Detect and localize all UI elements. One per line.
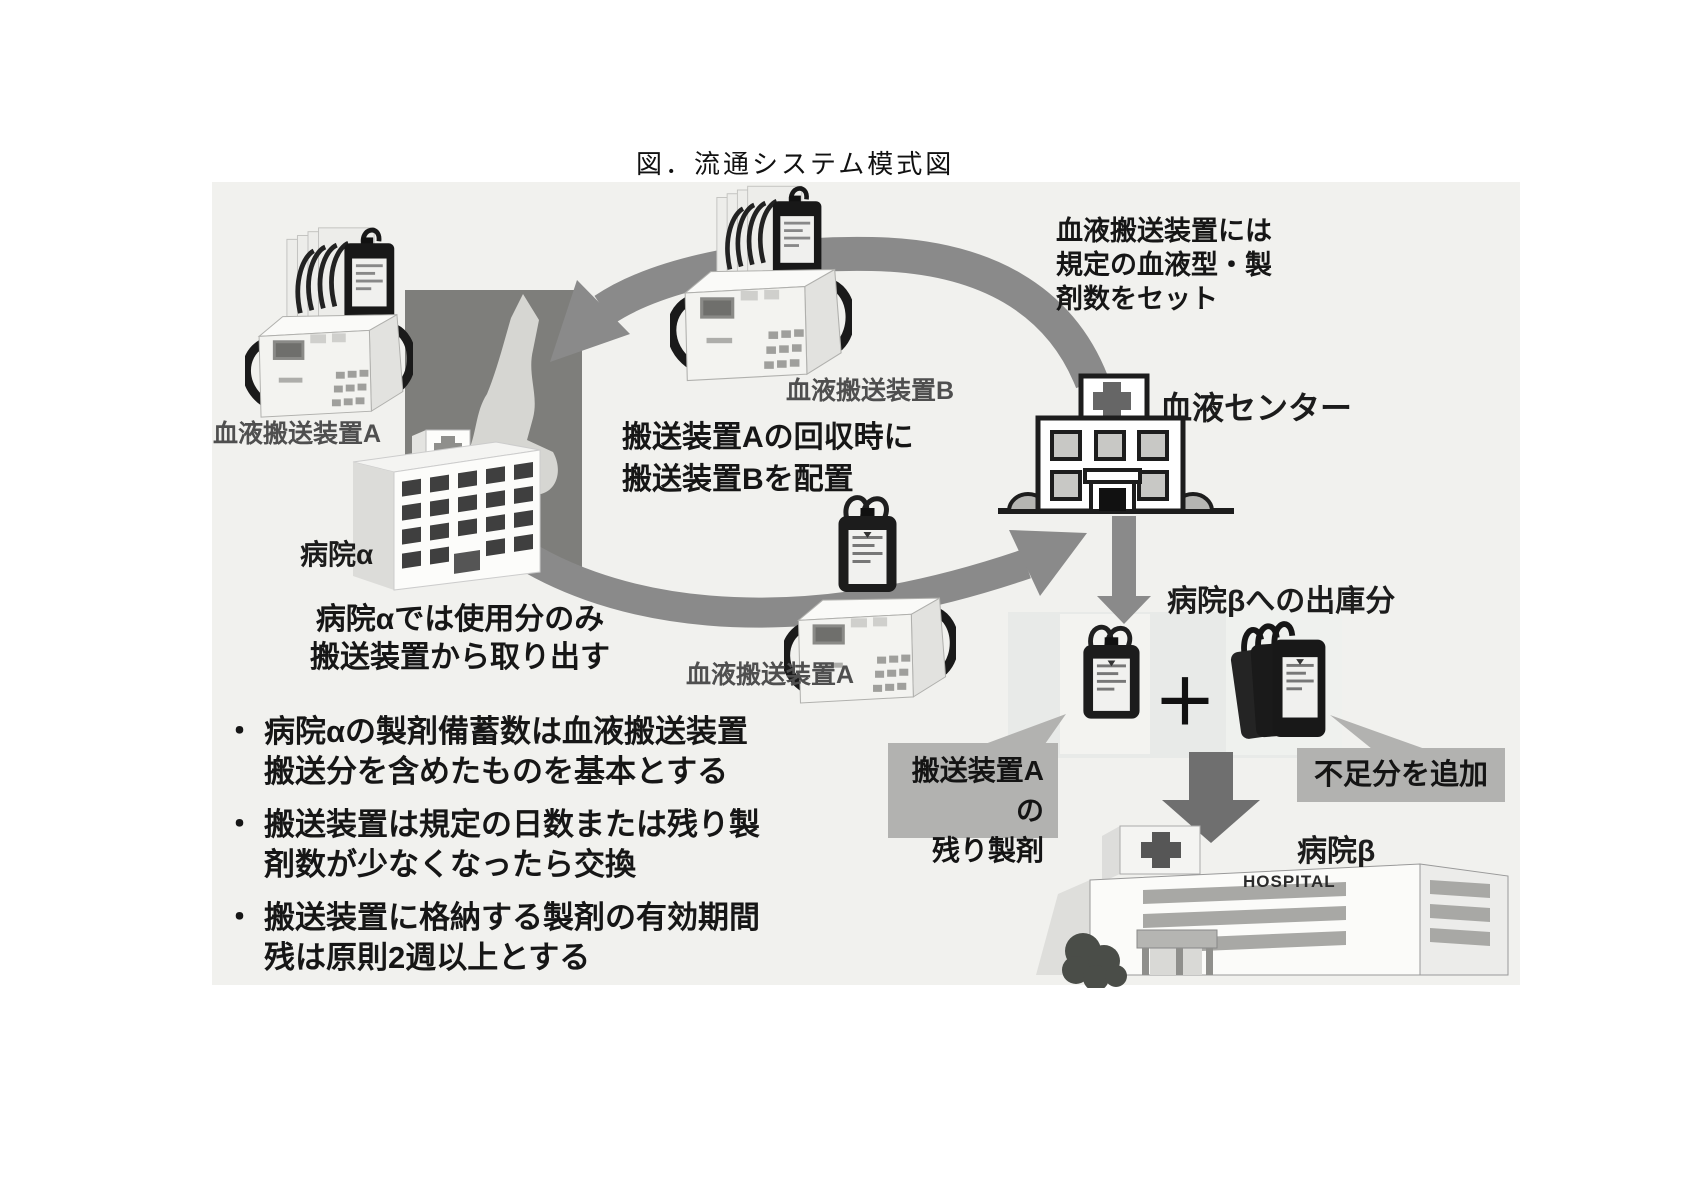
hospital-sign-text: HOSPITAL: [1243, 872, 1336, 891]
hospital-beta-building: HOSPITAL: [1036, 825, 1509, 988]
bullet-marker: ・: [224, 900, 255, 935]
note-swap-line2: 搬送装置Bを配置: [622, 463, 854, 496]
hospital-alpha-building: [352, 429, 541, 591]
plus-sign: ＋: [1154, 669, 1217, 738]
transport-device-b: [670, 246, 852, 387]
note-center-setup-line1: 血液搬送装置には: [1056, 216, 1272, 246]
hospital-alpha-label: 病院α: [300, 539, 374, 570]
shipment-label: 病院βへの出庫分: [1167, 585, 1396, 618]
note-center-setup: 血液搬送装置には 規定の血液型・製 剤数をセット: [1056, 214, 1272, 316]
list-item: ・ 搬送装置に格納する製剤の有効期間 残は原則2週以上とする: [224, 898, 760, 978]
arrow-alpha-to-center: [493, 527, 1087, 628]
rule-3-line1: 搬送装置に格納する製剤の有効期間: [264, 900, 760, 935]
shortage-callout-pointer: [1330, 715, 1425, 749]
note-alpha-usage-line2: 搬送装置から取り出す: [310, 641, 610, 674]
bullet-marker: ・: [224, 714, 255, 749]
arrow-center-to-alpha: [550, 236, 1108, 389]
added-blood-bags: [1228, 610, 1340, 752]
rule-3-line2: 残は原則2週以上とする: [264, 940, 591, 975]
list-item: ・ 搬送装置は規定の日数または残り製 剤数が少なくなったら交換: [224, 805, 760, 885]
blood-center-label: 血液センター: [1160, 390, 1353, 426]
list-item: ・ 病院αの製剤備蓄数は血液搬送装置 搬送分を含めたものを基本とする: [224, 712, 760, 792]
device-a-top-label: 血液搬送装置A: [213, 420, 382, 448]
note-swap: 搬送装置Aの回収時に 搬送装置Bを配置: [622, 417, 914, 501]
figure-title: 図．流通システム模式図: [636, 150, 955, 179]
rule-1-line2: 搬送分を含めたものを基本とする: [264, 754, 729, 789]
arrow-center-down: [1097, 516, 1151, 624]
remaining-callout-line2: 残り製剤: [931, 835, 1044, 866]
note-alpha-usage-line1: 病院αでは使用分のみ: [315, 603, 605, 636]
rule-2-line2: 剤数が少なくなったら交換: [264, 847, 636, 882]
bullet-marker: ・: [224, 807, 255, 842]
hospital-beta-label: 病院β: [1297, 835, 1376, 868]
arrow-to-beta: [1162, 752, 1260, 843]
blood-center-building: [998, 373, 1234, 514]
remaining-callout-line1: 搬送装置Aの: [911, 755, 1044, 826]
remaining-blood-bag: [1064, 616, 1156, 744]
tree-icon: [1062, 933, 1127, 988]
shortage-callout: 不足分を追加: [1297, 748, 1505, 802]
note-alpha-usage: 病院αでは使用分のみ 搬送装置から取り出す: [300, 601, 620, 677]
remaining-callout: 搬送装置Aの 残り製剤: [888, 743, 1058, 866]
rules-list: ・ 病院αの製剤備蓄数は血液搬送装置 搬送分を含めたものを基本とする ・ 搬送装…: [224, 712, 760, 991]
rule-1-line1: 病院αの製剤備蓄数は血液搬送装置: [264, 714, 749, 749]
note-center-setup-line3: 剤数をセット: [1056, 284, 1218, 314]
device-b-label: 血液搬送装置B: [786, 377, 955, 405]
transport-device-a-top: [245, 293, 413, 423]
remaining-callout-pointer: [985, 714, 1066, 744]
rule-2-line1: 搬送装置は規定の日数または残り製: [264, 807, 760, 842]
note-center-setup-line2: 規定の血液型・製: [1056, 250, 1272, 280]
note-swap-line1: 搬送装置Aの回収時に: [622, 421, 914, 454]
device-a-mid-label: 血液搬送装置A: [686, 661, 855, 689]
